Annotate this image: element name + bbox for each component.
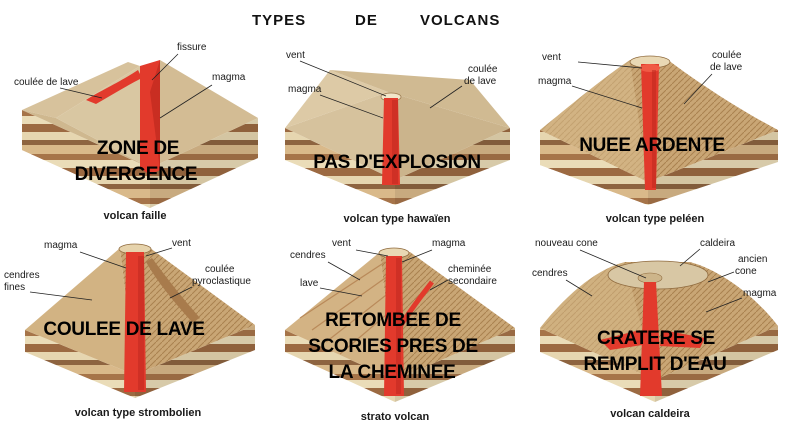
overlay-line-1: ZONE DE — [97, 138, 179, 159]
caption-panel-3: volcan type peléen — [606, 213, 705, 225]
overlay-line-2: SCORIES PRES DE — [308, 336, 478, 357]
label-cone: cone — [735, 266, 757, 277]
overlay-line-1: COULEE DE LAVE — [43, 319, 204, 340]
label-magma: magma — [212, 72, 246, 83]
title-word-volcans: VOLCANS — [420, 12, 500, 29]
overlay-line-2: REMPLIT D'EAU — [583, 354, 726, 375]
title-word-types: TYPES — [252, 12, 306, 29]
panel-pelean-volcano: vent coulée de lave magma NUEE ARDENTE v… — [538, 50, 778, 225]
label-magma: magma — [432, 238, 466, 249]
title-word-de: DE — [355, 12, 378, 29]
overlay-line-1: NUEE ARDENTE — [579, 135, 725, 156]
label-caldeira: caldeira — [700, 238, 735, 249]
panel-1-labels: fissure coulée de lave magma — [14, 42, 246, 119]
label-vent: vent — [286, 50, 305, 61]
label-cendres: cendres — [290, 250, 326, 261]
label-de-lave: de lave — [710, 62, 743, 73]
overlay-line-1: RETOMBEE DE — [325, 310, 461, 331]
panel-4-labels: magma vent cendres fines coulée pyroclas… — [4, 238, 251, 301]
label-magma: magma — [743, 288, 777, 299]
strato-block-illustration — [285, 247, 515, 402]
label-pyroclastique: pyroclastique — [192, 276, 251, 287]
overlay-line-1: PAS D'EXPLOSION — [313, 152, 481, 173]
panel-6-labels: nouveau cone caldeira ancien cone cendre… — [532, 238, 777, 313]
label-vent: vent — [542, 52, 561, 63]
label-magma: magma — [44, 240, 78, 251]
label-fines: fines — [4, 282, 25, 293]
label-cendres: cendres — [4, 270, 40, 281]
panel-strombolian-volcano: magma vent cendres fines coulée pyroclas… — [4, 238, 255, 419]
page-title: TYPES DE VOLCANS — [252, 12, 500, 29]
label-coulee: coulée — [712, 50, 742, 61]
fissure-block-illustration — [22, 60, 258, 208]
label-magma: magma — [288, 84, 322, 95]
label-fissure: fissure — [177, 42, 207, 53]
label-cheminee: cheminée — [448, 264, 492, 275]
caption-panel-5: strato volcan — [361, 411, 430, 423]
overlay-line-1: CRATERE SE — [597, 328, 715, 349]
panel-3-labels: vent coulée de lave magma — [538, 50, 743, 109]
panel-strato-volcano: cendres vent magma cheminée secondaire l… — [285, 238, 515, 423]
hawaiian-block-illustration — [285, 70, 510, 205]
label-cendres: cendres — [532, 268, 568, 279]
label-coulee: coulée — [205, 264, 235, 275]
caption-panel-4: volcan type strombolien — [75, 407, 202, 419]
caption-panel-2: volcan type hawaïen — [344, 213, 451, 225]
panel-2-labels: vent coulée de lave magma — [286, 50, 498, 119]
label-coulee: coulée — [468, 64, 498, 75]
panel-caldera-volcano: nouveau cone caldeira ancien cone cendre… — [532, 238, 778, 420]
caption-panel-1: volcan faille — [104, 210, 167, 222]
panel-fissure-volcano: fissure coulée de lave magma ZONE DE DIV… — [14, 42, 258, 222]
label-nouveau-cone: nouveau cone — [535, 238, 598, 249]
label-de-lave: de lave — [464, 76, 497, 87]
label-ancien: ancien — [738, 254, 767, 265]
strombolian-block-illustration — [25, 243, 255, 398]
panel-hawaiian-volcano: vent coulée de lave magma PAS D'EXPLOSIO… — [285, 50, 510, 225]
overlay-line-3: LA CHEMINEE — [329, 362, 456, 383]
caldera-block-illustration — [540, 260, 778, 402]
label-magma: magma — [538, 76, 572, 87]
overlay-line-2: DIVERGENCE — [75, 164, 198, 185]
label-lave: lave — [300, 278, 319, 289]
label-secondaire: secondaire — [448, 276, 497, 287]
panel-5-labels: cendres vent magma cheminée secondaire l… — [290, 238, 497, 297]
caption-panel-6: volcan caldeira — [610, 408, 690, 420]
label-vent: vent — [172, 238, 191, 249]
pelean-block-illustration — [540, 55, 778, 205]
label-vent: vent — [332, 238, 351, 249]
label-lava-flow: coulée de lave — [14, 77, 79, 88]
